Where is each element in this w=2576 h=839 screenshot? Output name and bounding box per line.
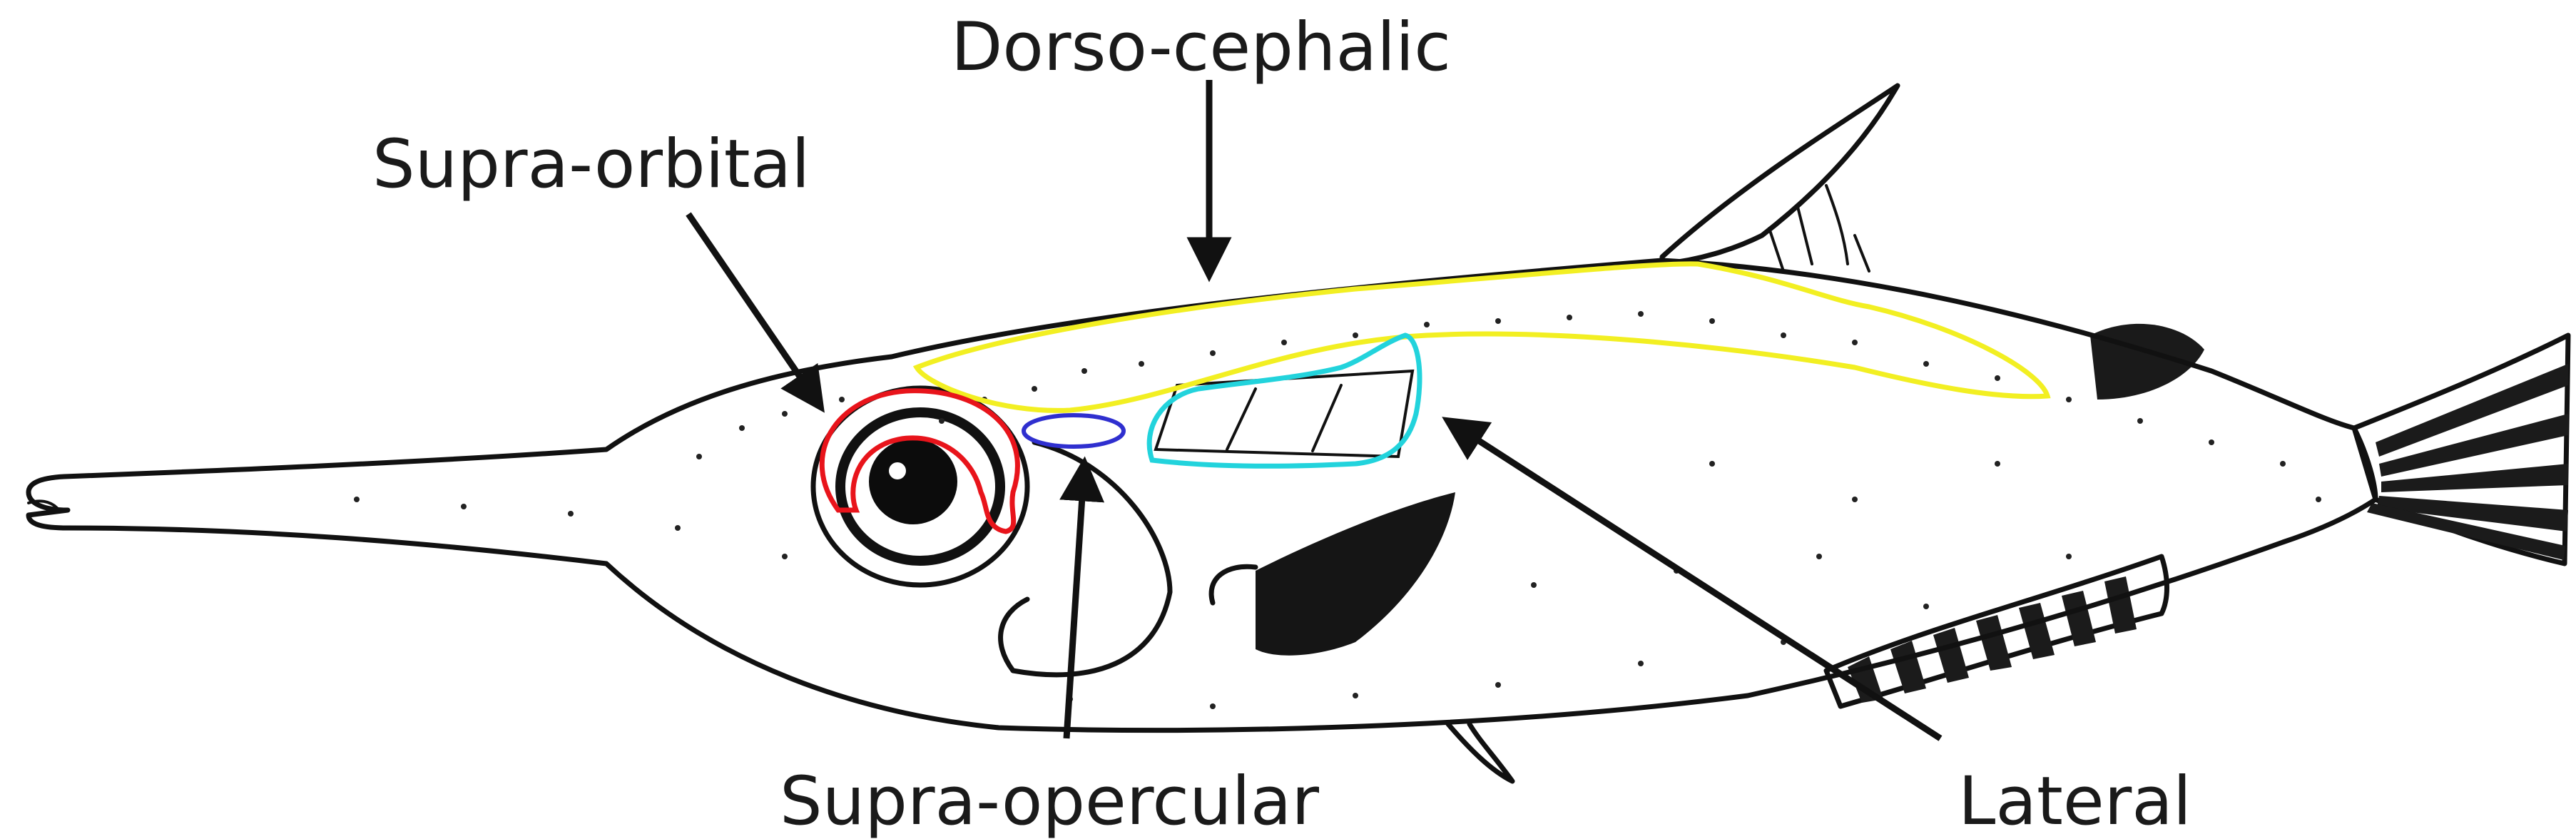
body-stippling	[354, 311, 2321, 709]
lateral-arrow	[1442, 417, 1943, 741]
fish-illustration	[26, 83, 2571, 784]
operculum	[998, 439, 1173, 678]
supra-opercular-region	[1022, 413, 1126, 449]
first-dorsal-spine	[1659, 83, 1900, 273]
fish-body-outline	[26, 258, 2378, 733]
fish-eye	[810, 385, 1030, 588]
caudal-fin	[2351, 332, 2571, 566]
anal-fin	[1823, 554, 2169, 709]
supra-orbital-region	[819, 388, 1020, 534]
supra-orbital-arrow	[686, 212, 825, 413]
supra-opercular-label: Supra-opercular	[780, 763, 1319, 839]
pectoral-fin	[1208, 492, 1455, 656]
supra-orbital-label: Supra-orbital	[372, 126, 810, 203]
dorso-cephalic-label: Dorso-cephalic	[951, 9, 1451, 86]
lateral-region	[1146, 332, 1422, 469]
lateral-label: Lateral	[1958, 763, 2191, 839]
dorso-cephalic-region	[912, 261, 2051, 413]
supra-opercular-arrow	[1059, 456, 1105, 739]
